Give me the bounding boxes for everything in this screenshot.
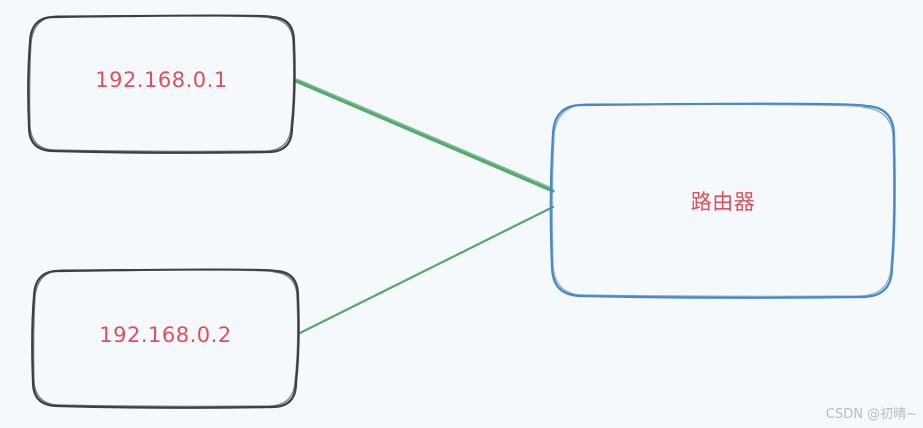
edge-host2-router xyxy=(298,205,555,335)
host2-label: 192.168.0.2 xyxy=(99,323,232,347)
edge-host1-router xyxy=(294,78,555,193)
host1-box xyxy=(27,14,296,154)
host1-label: 192.168.0.1 xyxy=(95,68,228,92)
router-label: 路由器 xyxy=(690,190,756,214)
watermark: CSDN @初晴~ xyxy=(825,407,917,422)
host2-box xyxy=(31,268,300,409)
router-box xyxy=(549,102,896,299)
